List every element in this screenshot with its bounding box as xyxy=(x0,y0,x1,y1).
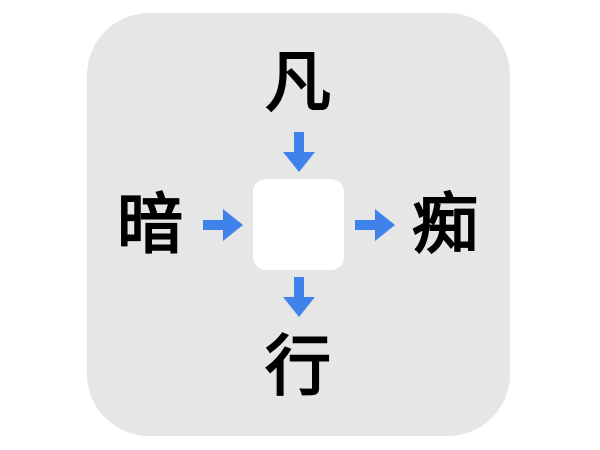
answer-blank-box[interactable] xyxy=(253,179,344,270)
arrow-down-icon xyxy=(283,132,315,172)
kanji-left: 暗 xyxy=(117,186,183,263)
arrow-down-icon xyxy=(283,277,315,317)
kanji-right: 痴 xyxy=(412,186,478,263)
kanji-bottom: 行 xyxy=(265,328,331,405)
arrow-right-icon xyxy=(203,209,243,241)
arrow-right-icon xyxy=(355,209,395,241)
kanji-top: 凡 xyxy=(265,44,331,121)
